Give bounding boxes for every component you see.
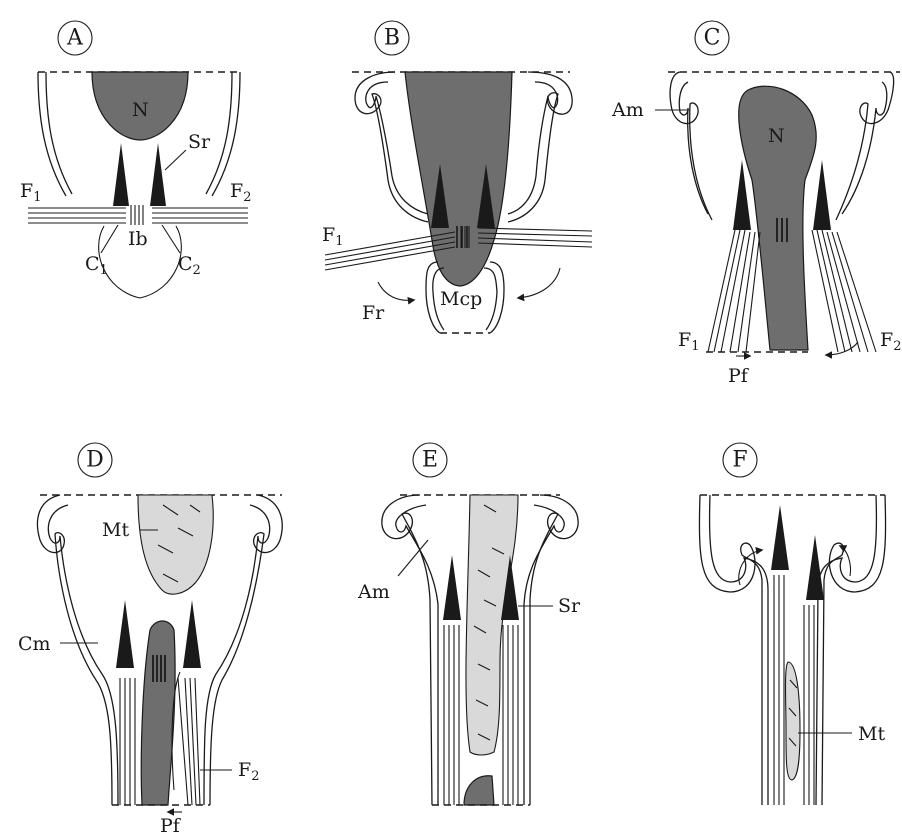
panel-f-flagellum-2	[804, 605, 814, 805]
panel-e-letter-badge: E	[413, 443, 447, 477]
panel-c-label-n: N	[768, 125, 785, 147]
panel-a-flagellum-2	[152, 208, 248, 223]
panel-c-striated-rootlet-right	[813, 160, 831, 230]
panel-a-letter: A	[66, 26, 84, 51]
panel-c-letter: C	[704, 26, 721, 51]
panel-a-label-f2: F2	[230, 180, 251, 205]
panel-d-label-pf: Pf	[160, 815, 182, 835]
panel-f-label-mt: Mt	[858, 723, 885, 745]
panel-e-label-am: Am	[357, 581, 390, 603]
panel-e-nucleus-fragment	[464, 776, 494, 805]
panel-d-letter: D	[86, 448, 104, 473]
panel-a-sr-pointer	[165, 150, 186, 170]
panel-f-striated-rootlet-left	[771, 505, 789, 570]
panel-e-letter: E	[422, 448, 438, 473]
panel-a-letter-badge: A	[58, 21, 92, 55]
panel-e-flagellum-1	[444, 625, 459, 805]
panel-a-label-c2: C2	[178, 253, 201, 278]
panel-e-striated-rootlet-left	[443, 555, 461, 620]
panel-c-flagellum-1	[708, 230, 760, 352]
panel-d-flagellum-1	[120, 678, 135, 805]
panel-f-flagellum-1	[774, 575, 784, 805]
panel-a-striated-rootlet-left	[113, 143, 129, 206]
panel-c-label-pf: Pf	[728, 365, 750, 387]
panel-d-striated-rootlet-left	[116, 600, 134, 668]
panel-c-label-f1: F1	[678, 329, 699, 354]
panel-b-nucleus	[405, 72, 512, 286]
panel-e: E	[357, 443, 581, 805]
panel-a-flagellum-1	[28, 208, 126, 223]
panel-d-nucleus	[141, 621, 175, 805]
panel-d-label-f2: F2	[238, 759, 259, 784]
panel-b-label-fr: Fr	[362, 302, 385, 324]
panel-d-flagellum-2	[172, 672, 200, 805]
panel-a: A N	[20, 21, 251, 298]
panel-c-label-f2: F2	[880, 329, 901, 354]
panel-d-label-cm: Cm	[18, 633, 51, 655]
panel-f-striated-rootlet-right	[806, 535, 824, 600]
panel-f-letter-badge: F	[723, 443, 757, 477]
panel-f-mitochondrion	[786, 662, 801, 780]
panel-c: C	[611, 21, 901, 387]
panel-a-label-f1: F1	[20, 180, 41, 205]
panel-c-f2-arrow	[826, 342, 858, 355]
panel-b-letter-badge: B	[375, 21, 409, 55]
panel-a-label-c1: C1	[85, 253, 108, 278]
panel-c-letter-badge: C	[695, 21, 729, 55]
panel-e-label-sr: Sr	[558, 595, 581, 617]
panel-c-flagellum-2	[812, 230, 876, 352]
panel-c-striated-rootlet-left	[733, 160, 751, 230]
panel-f-letter: F	[732, 448, 747, 473]
panel-d-striated-rootlet-right	[183, 600, 201, 668]
panel-d-label-mt: Mt	[102, 519, 129, 541]
panel-d-letter-badge: D	[78, 443, 112, 477]
panel-e-flagellum-2	[503, 625, 518, 805]
panel-a-striated-rootlet-right	[150, 143, 166, 206]
panel-d-mitochondrion	[138, 495, 213, 594]
panel-a-label-sr: Sr	[188, 131, 211, 153]
panel-b-letter: B	[384, 26, 400, 51]
panel-a-label-n: N	[132, 99, 149, 121]
panel-b-label-mcp: Mcp	[440, 288, 482, 310]
panel-b-rotation-arrow-left	[378, 282, 414, 300]
panel-b: B	[322, 21, 592, 333]
panel-a-label-ib: Ib	[128, 228, 148, 250]
panel-a-intermediate-body	[131, 205, 143, 225]
panel-b-label-f1: F1	[322, 224, 343, 249]
panel-d: D	[18, 443, 282, 835]
panel-a-centriole-1	[101, 225, 118, 253]
panel-f: F Mt	[699, 443, 885, 805]
panel-c-label-am: Am	[611, 99, 644, 121]
panel-e-mitochondrion	[466, 495, 518, 755]
panel-b-rotation-arrow-right	[518, 268, 560, 298]
